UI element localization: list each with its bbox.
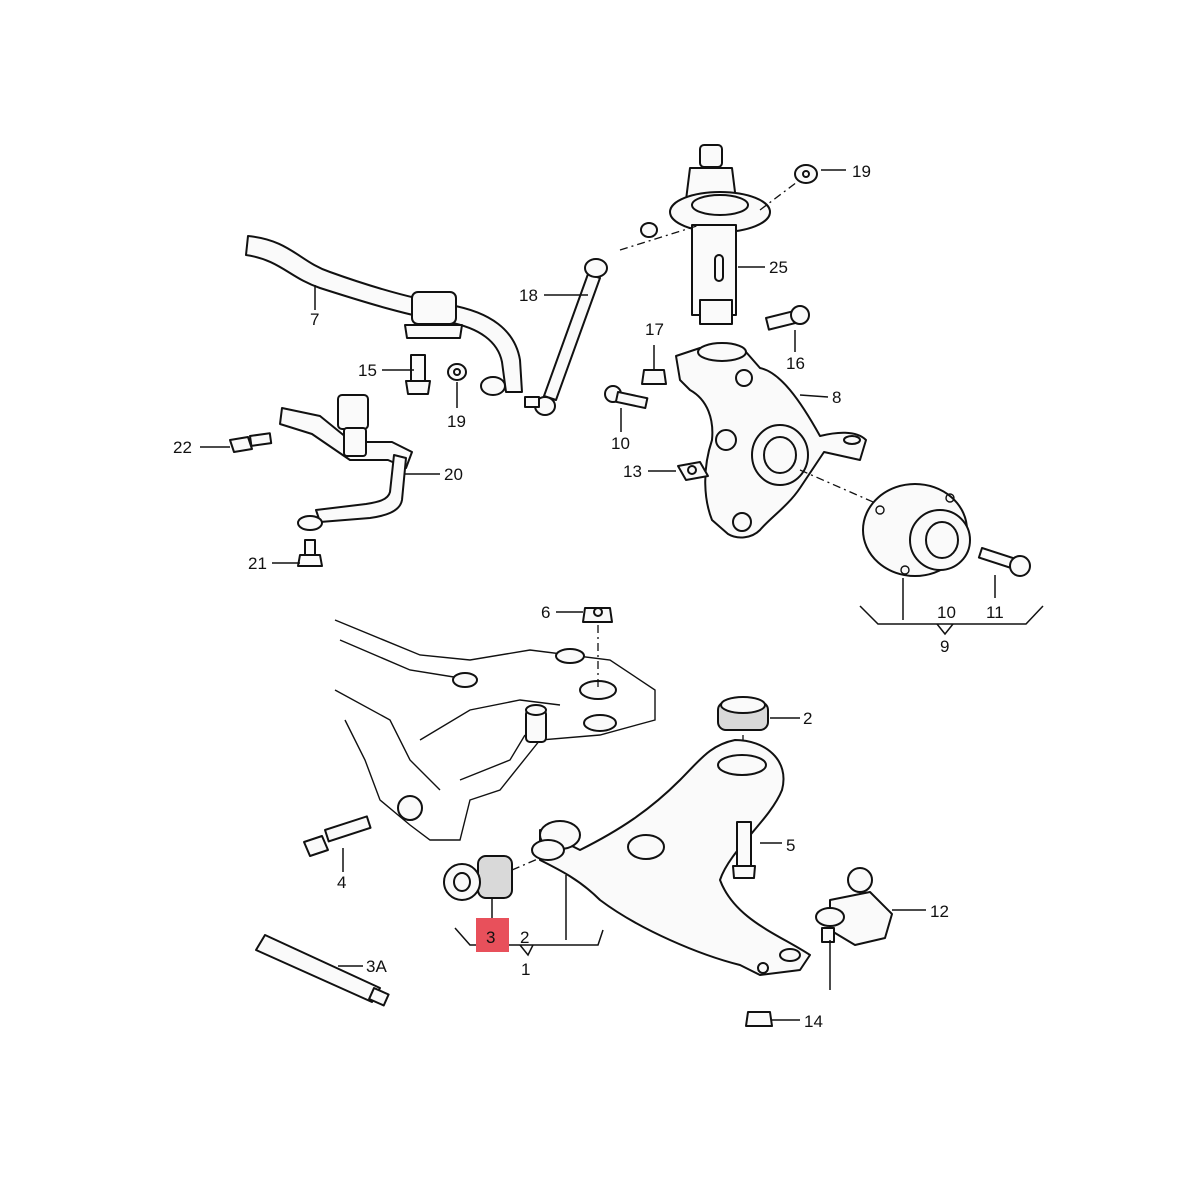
callout-16: 16	[786, 354, 805, 373]
coupling-rod	[524, 258, 608, 416]
bushing-2-top	[717, 696, 769, 731]
bolt-11	[977, 547, 1031, 577]
callout-13: 13	[623, 462, 642, 481]
callout-17: 17	[645, 320, 664, 339]
bushing-3	[443, 855, 513, 901]
callout-9: 9	[940, 637, 949, 656]
wheel-hub	[862, 483, 971, 577]
nut-19-left	[447, 363, 467, 381]
callout-19-left: 19	[447, 412, 466, 431]
wheel-bearing-housing	[675, 342, 867, 539]
callout-labels: 19 25 18 7 15 19 17 16 8 10 13 20 22 21 …	[173, 162, 1004, 1031]
callout-2-top: 2	[803, 709, 812, 728]
callout-3a: 3A	[366, 957, 387, 976]
callout-18: 18	[519, 286, 538, 305]
nut-19-top	[794, 164, 818, 184]
callout-7: 7	[310, 310, 319, 329]
grease-tube-3a	[255, 934, 390, 1007]
nut-21	[297, 539, 323, 567]
callout-14: 14	[804, 1012, 823, 1031]
strut-25	[669, 144, 771, 325]
callout-25: 25	[769, 258, 788, 277]
highlight-box	[476, 918, 509, 952]
bolt-16	[764, 305, 810, 331]
callout-10-right: 10	[937, 603, 956, 622]
callout-8: 8	[832, 388, 841, 407]
bracket-20	[279, 394, 413, 531]
subframe	[334, 619, 656, 841]
callout-11: 11	[986, 603, 1004, 622]
bolt-4	[303, 815, 372, 857]
nut-13	[677, 461, 709, 481]
nut-6	[582, 607, 613, 623]
nut-14	[745, 1011, 773, 1027]
ball-joint	[815, 867, 893, 946]
bolt-22	[229, 432, 273, 453]
bolt-10	[604, 385, 649, 410]
callout-15: 15	[358, 361, 377, 380]
callout-5: 5	[786, 836, 795, 855]
callout-4: 4	[337, 873, 346, 892]
callout-12: 12	[930, 902, 949, 921]
callout-20: 20	[444, 465, 463, 484]
bolt-15	[405, 354, 431, 395]
callout-19-top: 19	[852, 162, 871, 181]
nut-17	[641, 369, 667, 385]
callout-21: 21	[248, 554, 267, 573]
leader-lines	[200, 169, 1044, 1021]
callout-2-bottom: 2	[520, 928, 529, 947]
wishbone	[531, 739, 811, 976]
callout-6: 6	[541, 603, 550, 622]
callout-22: 22	[173, 438, 192, 457]
bolt-5	[732, 821, 756, 879]
callout-10-left: 10	[611, 434, 630, 453]
stabilizer-bar	[245, 235, 523, 396]
callout-3: 3	[486, 928, 495, 947]
callout-1: 1	[521, 960, 530, 979]
